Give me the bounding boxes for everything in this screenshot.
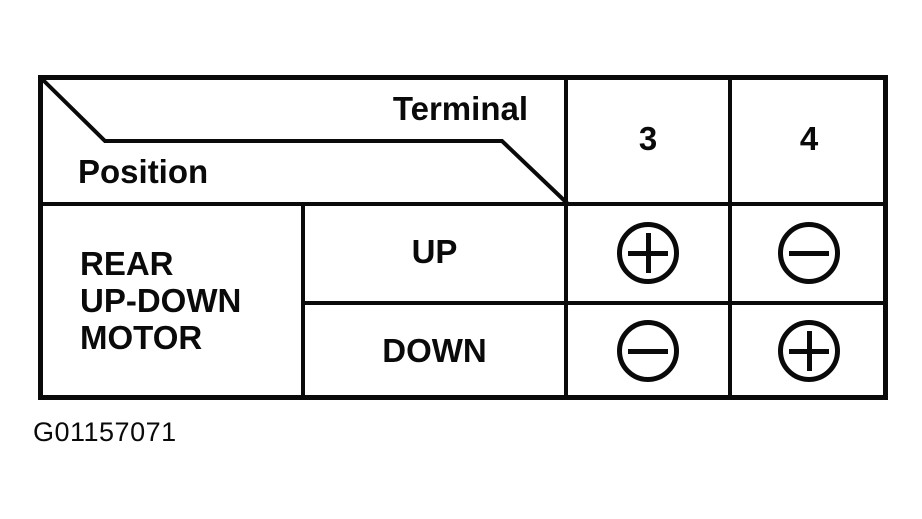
figure-id-label: G01157071 (33, 417, 177, 447)
terminal-position-table: Terminal Position 3 4 REAR UP-DOWN MOTOR… (38, 75, 888, 400)
row-label-up: UP (411, 233, 458, 270)
column-header-terminal-3: 3 (638, 120, 658, 157)
up-terminal-3-polarity-icon (617, 222, 679, 284)
polarity-vertical-bar (645, 233, 651, 273)
up-terminal-4-polarity-icon (778, 222, 840, 284)
row-label-down: DOWN (382, 332, 487, 369)
column-header-terminal-4: 4 (799, 120, 819, 157)
corner-diagonal-split-line (39, 76, 570, 206)
table-outer-border (38, 75, 888, 400)
header-position-label: Position (78, 153, 209, 190)
table-grid (38, 75, 888, 400)
down-terminal-3-polarity-icon (617, 320, 679, 382)
polarity-vertical-bar (806, 331, 812, 371)
row-group-label-rear-up-down-motor: REAR UP-DOWN MOTOR (80, 245, 242, 356)
polarity-horizontal-bar (789, 250, 829, 256)
down-terminal-4-polarity-icon (778, 320, 840, 382)
polarity-horizontal-bar (628, 348, 668, 354)
header-terminal-label: Terminal (392, 90, 528, 127)
